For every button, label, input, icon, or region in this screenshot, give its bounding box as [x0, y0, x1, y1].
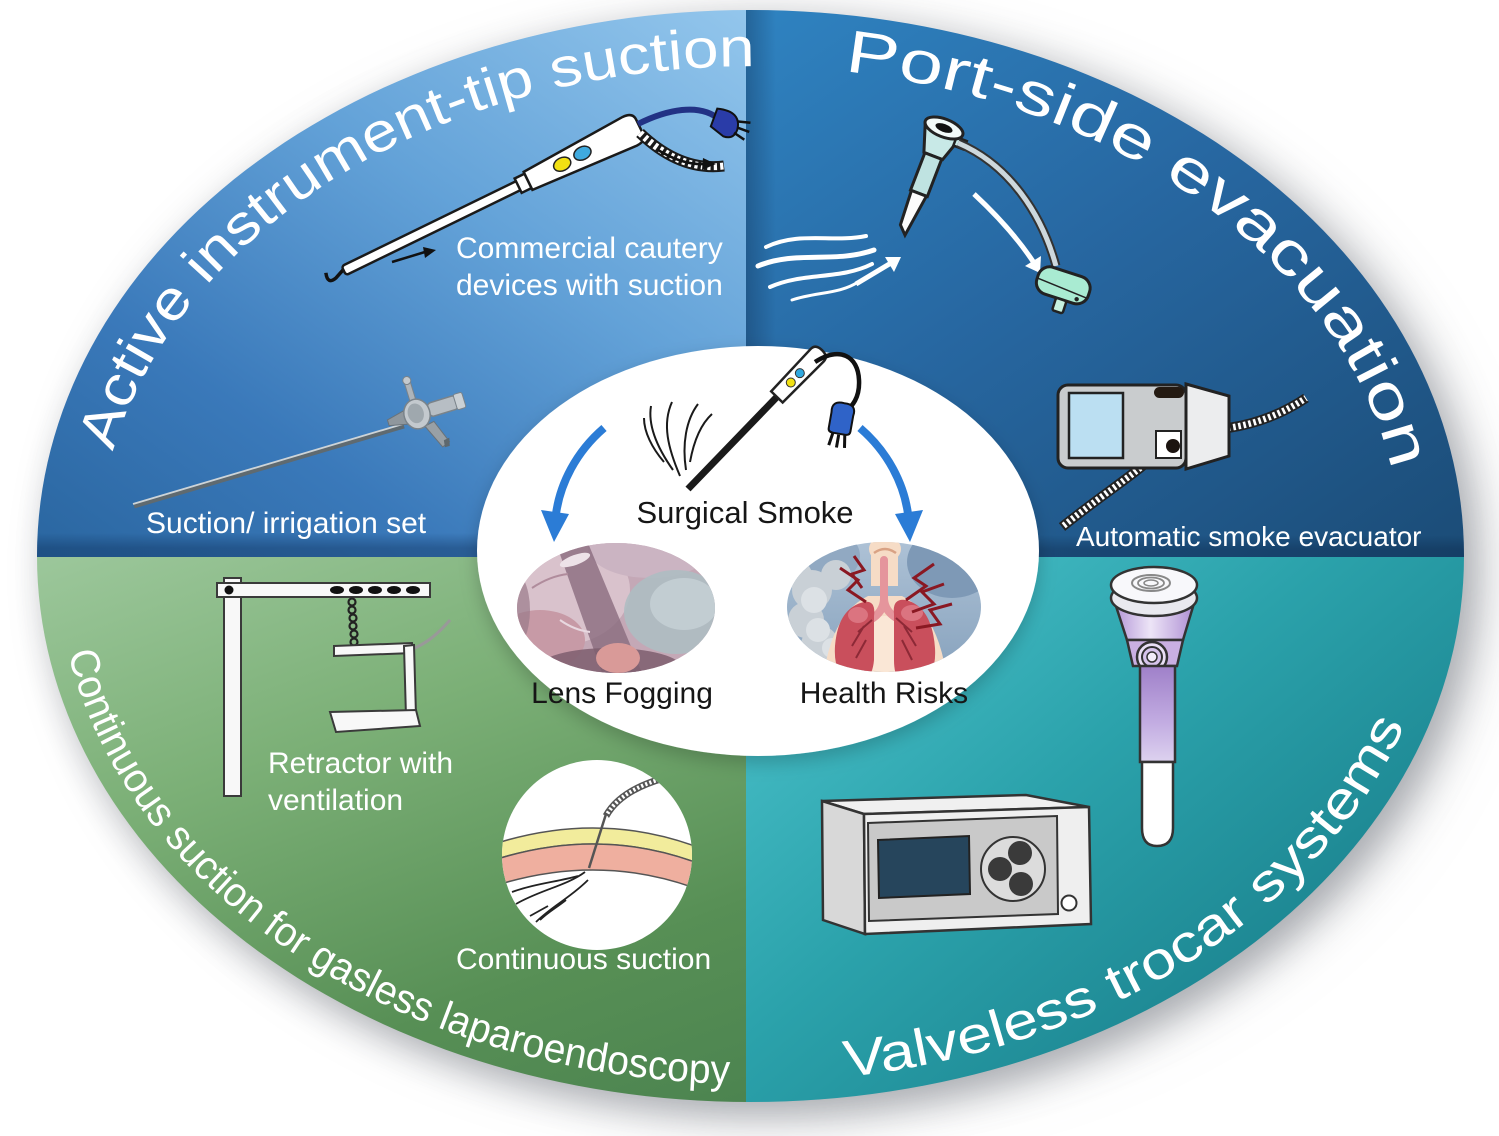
lungs-icon [834, 599, 936, 672]
blue-button-icon [573, 145, 592, 162]
curved-arrow-icon [657, 148, 707, 166]
arrow-to-lens-fogging-icon [552, 424, 607, 515]
smoke-evacuator-icon [1056, 382, 1309, 531]
port-trocar-icon [755, 115, 1092, 315]
smoke-flow-icon [764, 234, 868, 249]
continuous-suction-inset [502, 760, 692, 950]
frown-icon [873, 547, 897, 555]
center-plug-icon [827, 401, 856, 448]
valveless-trocar-icon [1109, 565, 1199, 848]
smoke-wisps-icon [643, 401, 713, 477]
surgical-smoke-label: Surgical Smoke [636, 495, 854, 530]
continuous-suction-label: Continuous suction [456, 943, 712, 976]
retractor-label: Retractor with ventilation [268, 746, 453, 819]
commercial-cautery-label: Commercial cautery devices with suction [456, 231, 723, 304]
power-cord-icon [636, 106, 723, 127]
white-arrow-icon [854, 260, 893, 287]
console-button [988, 857, 1012, 881]
surgical-smoke-source-icon [541, 345, 923, 542]
filter-connector-icon [1034, 265, 1092, 315]
power-plug-icon [709, 107, 751, 141]
commercial-cautery-line1: Commercial cautery [456, 232, 723, 265]
evacuator-screen [1067, 391, 1125, 460]
tissue-layer [502, 843, 692, 892]
cautery-device-icon [324, 106, 751, 283]
retractor-icon [216, 577, 452, 797]
lens-fogging-label: Lens Fogging [531, 677, 713, 710]
health-risks-label: Health Risks [799, 677, 969, 710]
suction-irrigation-label: Suction/ irrigation set [146, 507, 427, 540]
arrow-to-health-risks-icon [857, 424, 912, 515]
automatic-evacuator-label: Automatic smoke evacuator [1076, 521, 1422, 552]
pain-zigzag-icon [839, 555, 953, 630]
suction-irrigation-set-icon [132, 376, 467, 509]
commercial-cautery-line2: devices with suction [456, 268, 723, 302]
console-button [1008, 841, 1032, 865]
yellow-button-icon [552, 156, 572, 173]
retractor-line2: ventilation [268, 783, 404, 817]
chain-icon [347, 597, 359, 647]
white-curved-arrow-icon [972, 192, 1039, 268]
suction-smoke-icon [511, 871, 589, 923]
insufflator-console-icon [820, 793, 1093, 936]
flow-arrow-icon [391, 250, 426, 264]
evac-tube-icon [956, 138, 1061, 268]
console-button [1009, 872, 1033, 896]
console-screen [876, 834, 972, 900]
retractor-line1: Retractor with [268, 747, 454, 780]
